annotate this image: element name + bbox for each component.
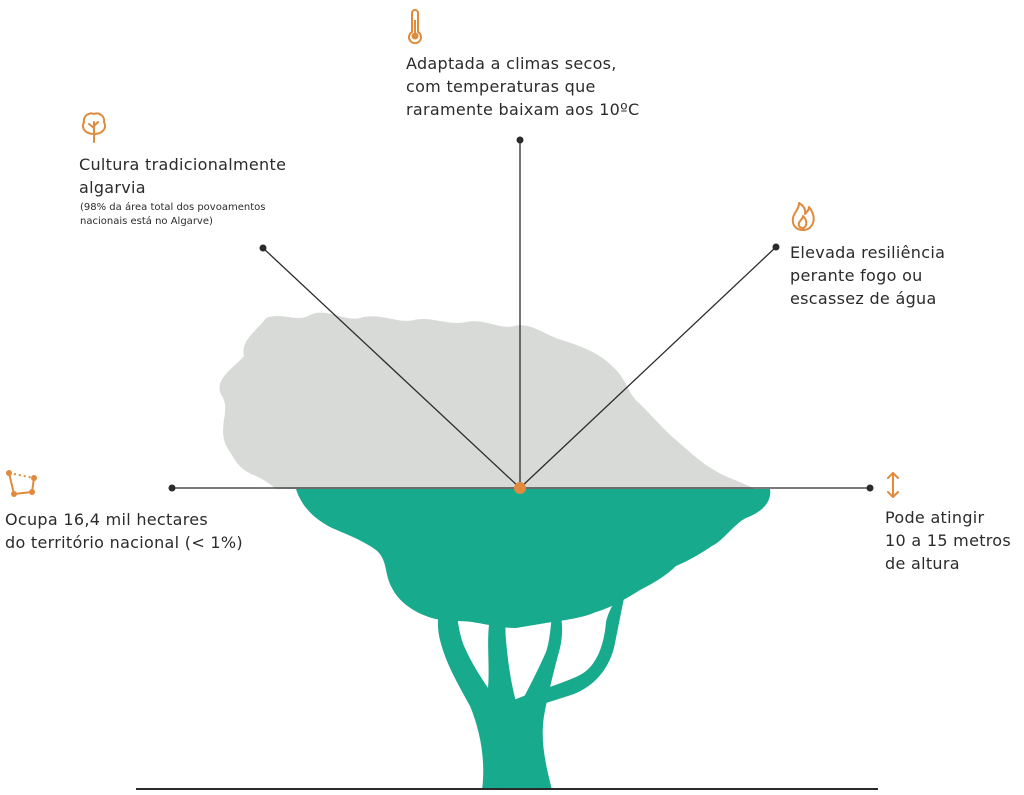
dot-tradition <box>259 244 267 252</box>
thermometer-icon <box>408 9 422 44</box>
label-resilience-line: escassez de água <box>790 289 937 308</box>
label-climate: Adaptada a climas secos, com temperatura… <box>406 52 639 121</box>
dot-area <box>168 484 176 492</box>
label-climate-line: com temperaturas que <box>406 77 596 96</box>
label-tradition-line: algarvia <box>79 178 146 197</box>
vertical-arrows-icon <box>887 472 899 498</box>
canopy-upper <box>219 312 755 489</box>
label-height: Pode atingir 10 a 15 metros de altura <box>885 506 1011 575</box>
label-tradition-line: Cultura tradicionalmente <box>79 155 287 174</box>
canopy-lower <box>296 489 771 628</box>
label-tradition: Cultura tradicionalmente algarvia <box>79 153 286 199</box>
note-line: nacionais está no Algarve) <box>80 216 213 227</box>
leader-dots <box>168 136 874 494</box>
label-climate-line: raramente baixam aos 10ºC <box>406 100 640 119</box>
label-resilience-line: perante fogo ou <box>790 266 923 285</box>
label-area-line: Ocupa 16,4 mil hectares <box>5 510 209 529</box>
note-line: (98% da área total dos povoamentos <box>80 202 266 213</box>
center-dot <box>514 482 526 494</box>
leader-line-resilience <box>519 246 777 489</box>
tree-icon <box>82 112 106 143</box>
label-area-line: do território nacional (< 1%) <box>5 533 243 552</box>
label-height-line: de altura <box>885 554 960 573</box>
flame-icon <box>791 202 815 231</box>
label-resilience-line: Elevada resiliência <box>790 243 946 262</box>
label-height-line: 10 a 15 metros <box>885 531 1012 550</box>
label-area: Ocupa 16,4 mil hectares do território na… <box>5 508 243 554</box>
leader-line-tradition <box>262 247 521 489</box>
dot-resilience <box>772 243 780 251</box>
label-resilience: Elevada resiliência perante fogo ou esca… <box>790 241 945 310</box>
tree-trunk <box>437 574 626 790</box>
polygon-area-icon <box>6 470 37 497</box>
dot-height <box>866 484 874 492</box>
label-tradition-note: (98% da área total dos povoamentos nacio… <box>80 201 265 229</box>
leader-lines <box>172 140 870 489</box>
label-height-line: Pode atingir <box>885 508 985 527</box>
label-climate-line: Adaptada a climas secos, <box>406 54 617 73</box>
dot-climate <box>516 136 524 144</box>
